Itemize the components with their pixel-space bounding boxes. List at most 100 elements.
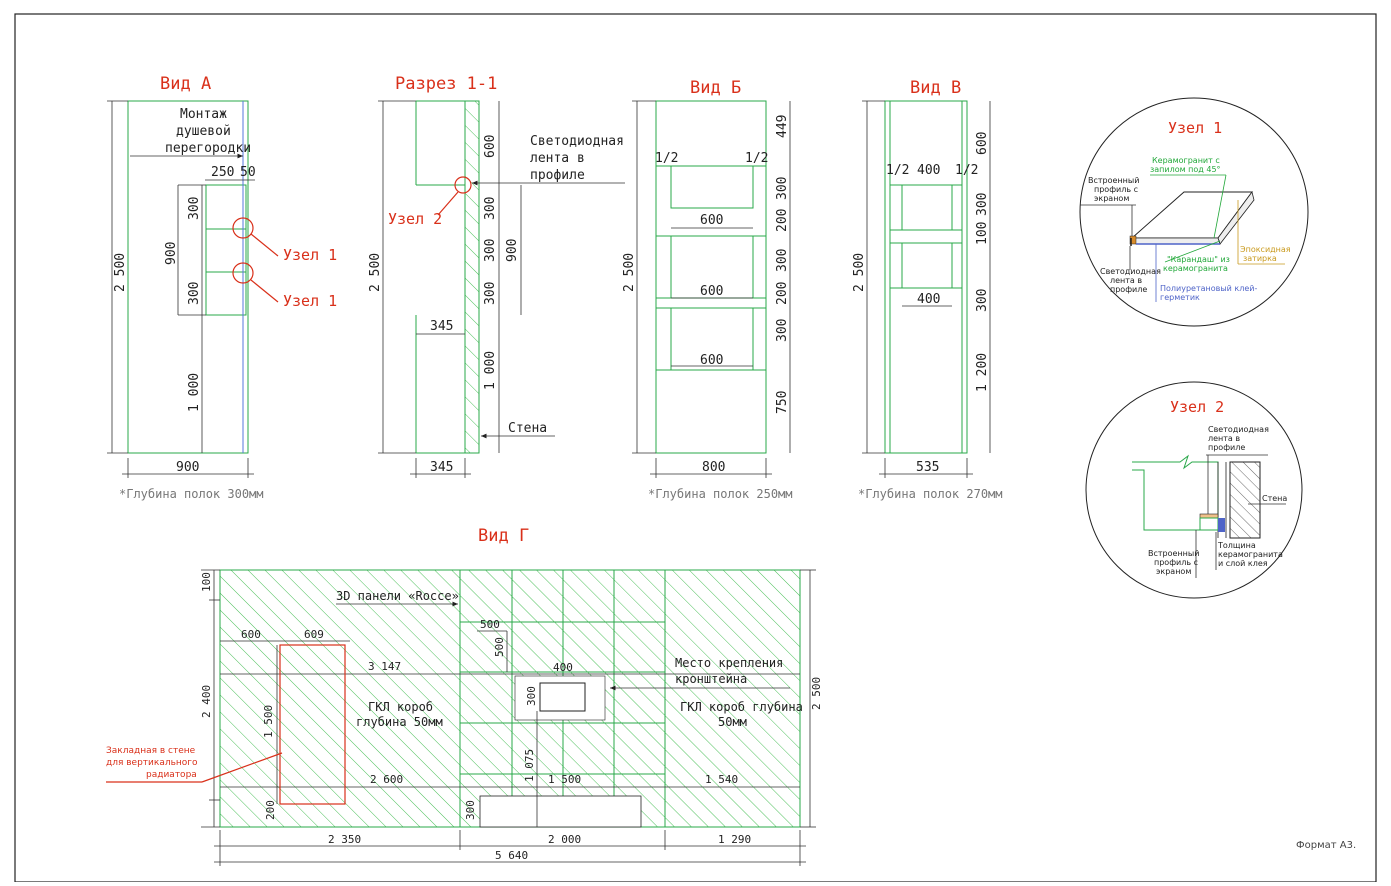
node1-pencil-1: "Карандаш" из [1167,255,1230,264]
dim-view-v-height: 2 500 [852,253,867,292]
section-led-1: Светодиодная [530,134,624,149]
dim-view-g-500v: 500 [493,637,506,657]
view-g-title: Вид Г [478,526,529,546]
node1-led-1: Светодиодная [1100,267,1161,276]
section-node2-label: Узел 2 [388,210,442,228]
node1-ceramic-2: запилом под 45° [1150,165,1221,174]
dim-view-v-1200: 1 200 [975,353,990,392]
view-v-depth-note: *Глубина полок 270мм [858,487,1003,501]
dim-view-g-400: 400 [553,661,573,674]
dim-view-g-2400: 2 400 [200,685,213,718]
node2-thickness-1: Толщина [1217,541,1256,550]
view-g-panels-label: 3D панели «Rocce» [336,589,459,603]
dim-view-b-750: 750 [775,391,790,414]
dim-view-b-200b: 200 [775,282,790,305]
view-a-note-3: перегородки [165,141,251,156]
view-v-title: Вид В [910,78,961,98]
view-v-top-width: 400 [917,163,940,178]
section-1-1: Разрез 1-1 2 500 Узел 2 Светодиодная лен… [368,74,625,478]
view-a-note-1: Монтаж [180,107,227,122]
dim-view-a-300a: 300 [187,197,202,220]
dim-view-g-2500: 2 500 [810,677,823,710]
dim-view-b-width: 800 [702,460,725,475]
format-label: Формат А3. [1296,840,1356,851]
node2-thickness-2: керамогранита [1218,550,1283,559]
view-a: Вид А 2 500 250 50 300 900 300 1 000 Мон… [107,74,337,501]
node2-led-2: лента в [1208,434,1240,443]
dim-view-a-900: 900 [164,242,179,265]
section-led-3: профиле [530,168,585,183]
dim-section-300b: 300 [483,239,498,262]
view-b-shelf-1: 600 [700,213,723,228]
dim-view-v-100: 100 [975,222,990,245]
dim-view-g-300v: 300 [525,686,538,706]
view-b-half-right: 1/2 [745,151,768,166]
view-v-half-right: 1/2 [955,163,978,178]
dim-section-height: 2 500 [368,253,383,292]
dim-view-b-449: 449 [775,115,790,138]
node1-builtin-2: профиль с [1094,185,1138,194]
view-g-gkl-right-1: ГКЛ короб глубина [680,700,803,714]
dim-view-g-1500: 1 500 [548,773,581,786]
node2-led-3: профиле [1208,443,1245,452]
section-led-2: лента в [530,151,585,166]
dim-view-b-300c: 300 [775,319,790,342]
dim-view-g-1500v: 1 500 [262,705,275,738]
node2-led-1: Светодиодная [1208,425,1269,434]
node1-pencil-2: керамогранита [1163,264,1228,273]
dim-view-b-300b: 300 [775,249,790,272]
dim-view-a-1000: 1 000 [187,373,202,412]
dim-section-900: 900 [505,239,520,262]
dim-view-g-600: 600 [241,628,261,641]
dim-view-b-height: 2 500 [622,253,637,292]
node1-title: Узел 1 [1168,119,1222,137]
dim-view-a-300b: 300 [187,282,202,305]
dim-section-345-bottom: 345 [430,460,453,475]
node1-glue-2: герметик [1160,293,1200,302]
dim-section-345-top: 345 [430,319,453,334]
node1-glue-1: Полиуретановый клей- [1160,284,1257,293]
dim-section-1000: 1 000 [483,351,498,390]
section-title: Разрез 1-1 [395,74,497,94]
view-b-half-left: 1/2 [655,151,678,166]
dim-view-g-1075: 1 075 [523,749,536,782]
view-g-embed-2: для вертикального [106,758,198,768]
node2-detail: Узел 2 Светодиодная лента в профиле Стен… [1085,381,1303,599]
view-g-gkl-right-2: 50мм [718,715,747,729]
node2-builtin-1: Встроенный [1148,549,1199,558]
dim-view-g-1290: 1 290 [718,833,751,846]
node2-builtin-3: экраном [1156,567,1191,576]
node1-builtin-3: экраном [1094,194,1129,203]
dim-view-a-height: 2 500 [113,253,128,292]
dim-view-a-width: 900 [176,460,199,475]
node2-thickness-3: и слой клея [1218,559,1268,568]
view-v-half-left: 1/2 [886,163,909,178]
dim-view-g-2350: 2 350 [328,833,361,846]
dim-view-v-width: 535 [916,460,939,475]
node1-ceramic-1: Керамогранит с [1152,156,1220,165]
dim-view-g-500h: 500 [480,618,500,631]
node1-led-3: профиле [1110,285,1147,294]
view-b: Вид Б 600 600 600 1/2 1/2 2 500 449 300 … [622,78,793,501]
view-g-gkl-left-1: ГКЛ короб [368,700,433,714]
dim-view-g-2000: 2 000 [548,833,581,846]
node1-marker-top [232,217,254,239]
dim-view-g-3147: 3 147 [368,660,401,673]
node1-detail: Узел 1 Встроенный профиль с экраном Кера… [1079,97,1309,327]
dim-view-g-5640: 5 640 [495,849,528,862]
dim-view-g-100: 100 [200,572,213,592]
dim-view-v-600: 600 [975,132,990,155]
dim-view-g-200: 200 [264,800,277,820]
dim-view-g-609: 609 [304,628,324,641]
view-v-mid-width: 400 [917,292,940,307]
view-g-bracket-1: Место крепления [675,656,783,670]
dim-view-v-300b: 300 [975,289,990,312]
dim-view-g-1540: 1 540 [705,773,738,786]
node1-epoxy-1: Эпоксидная [1240,245,1291,254]
view-g-embed-1: Закладная в стене [106,746,196,756]
dim-view-v-300a: 300 [975,193,990,216]
view-b-shelf-3: 600 [700,353,723,368]
dim-view-g-300b: 300 [464,800,477,820]
